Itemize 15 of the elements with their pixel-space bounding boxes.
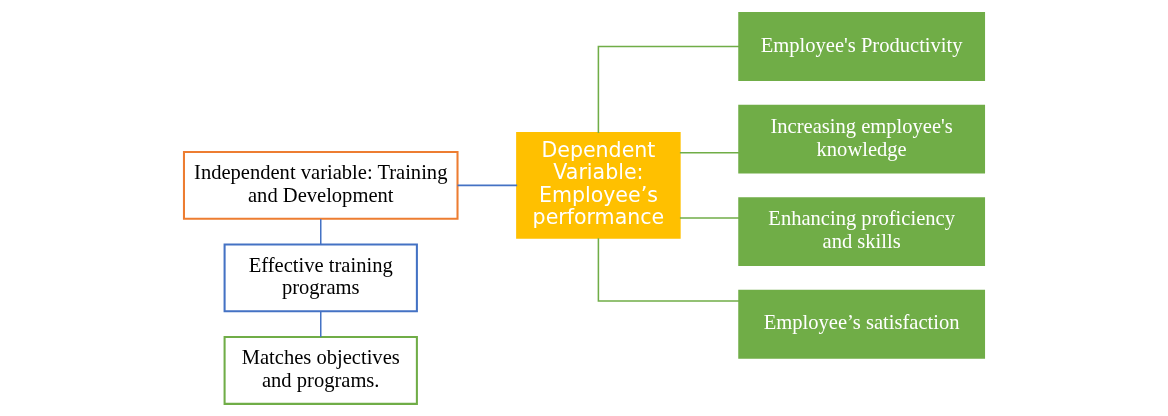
- node-box: Effective training programs: [223, 242, 418, 312]
- connector: [597, 45, 741, 134]
- node-box: Matches objectives and programs.: [223, 335, 418, 405]
- node-box: Employee's Productivity: [738, 11, 986, 81]
- node-box: Independent variable: Training and Development: [182, 150, 459, 220]
- node-box: Increasing employee's knowledge: [738, 104, 986, 174]
- connector: [679, 216, 740, 219]
- node-box: Employee’s satisfaction: [738, 289, 986, 359]
- connector: [679, 151, 740, 153]
- connector: [456, 184, 518, 186]
- node-box: Enhancing proficiency and skills: [738, 196, 986, 266]
- connector: [319, 217, 322, 245]
- node-box: Dependent Variable: Employee’s performance: [516, 131, 681, 239]
- connector: [597, 236, 741, 302]
- connector: [319, 310, 322, 338]
